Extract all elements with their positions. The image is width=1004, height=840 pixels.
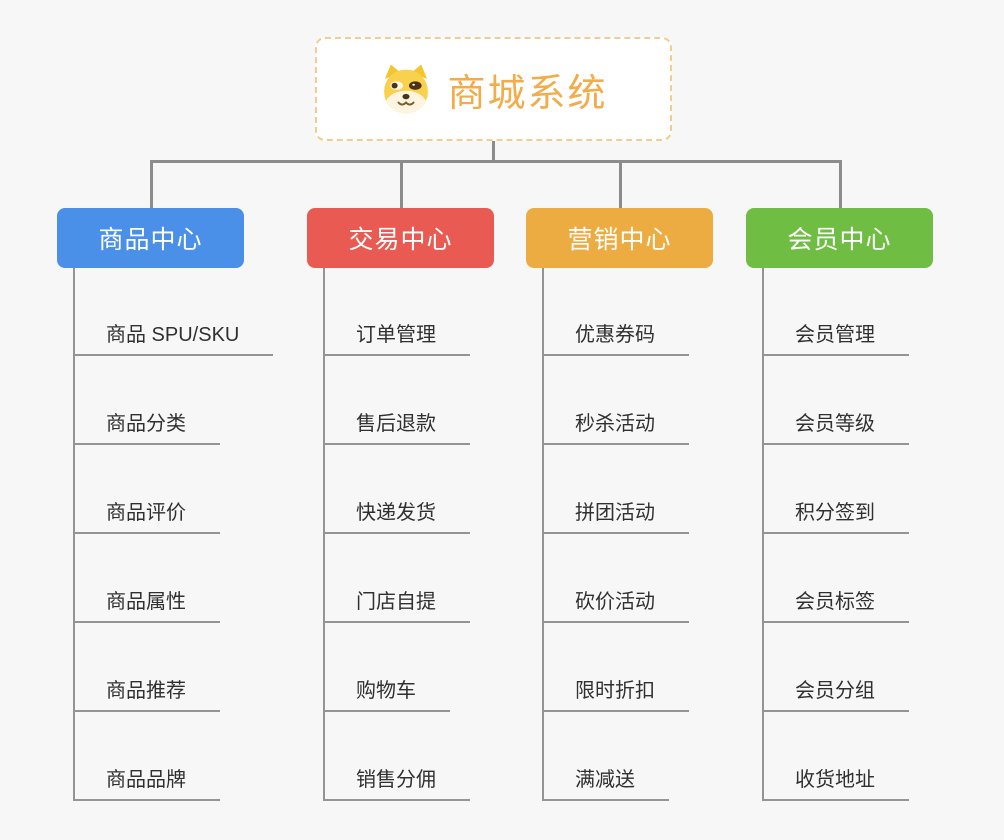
leaf-item[interactable]: 商品 SPU/SKU	[73, 314, 274, 356]
branch-drop-line-2	[618, 160, 622, 208]
leaf-item[interactable]: 售后退款	[323, 403, 470, 445]
leaf-label: 门店自提	[356, 591, 436, 613]
root-title: 商城系统	[447, 72, 608, 115]
leaf-label: 收货地址	[795, 769, 875, 791]
leaf-item[interactable]: 优惠券码	[542, 314, 689, 356]
leaf-label: 积分签到	[795, 502, 875, 524]
leaf-item[interactable]: 会员等级	[762, 403, 909, 445]
leaf-label: 会员标签	[795, 591, 875, 613]
leaf-label: 商品 SPU/SKU	[106, 324, 240, 346]
branch-vertical-line-2	[542, 268, 544, 801]
branch-header-label: 营销中心	[567, 226, 672, 254]
leaf-item[interactable]: 秒杀活动	[542, 403, 689, 445]
branch-drop-line-3	[838, 160, 842, 208]
branch-vertical-line-3	[762, 268, 764, 801]
leaf-label: 秒杀活动	[575, 413, 655, 435]
branch-header-label: 会员中心	[787, 226, 892, 254]
leaf-item[interactable]: 砍价活动	[542, 581, 689, 623]
leaf-label: 限时折扣	[575, 680, 655, 702]
leaf-item[interactable]: 门店自提	[323, 581, 470, 623]
branch-vertical-line-1	[323, 268, 325, 801]
leaf-item[interactable]: 商品属性	[73, 581, 220, 623]
leaf-label: 拼团活动	[575, 502, 655, 524]
branch-drop-line-0	[149, 160, 153, 208]
dog-face-icon	[384, 64, 429, 114]
leaf-label: 商品评价	[106, 502, 186, 524]
leaf-item[interactable]: 商品评价	[73, 492, 220, 534]
leaf-label: 商品推荐	[106, 680, 186, 702]
branch-vertical-line-0	[73, 268, 75, 801]
leaf-label: 砍价活动	[575, 591, 655, 613]
leaf-item[interactable]: 订单管理	[323, 314, 470, 356]
leaf-label: 会员分组	[795, 680, 875, 702]
leaf-item[interactable]: 商品推荐	[73, 670, 220, 712]
leaf-item[interactable]: 购物车	[323, 670, 450, 712]
branch-header-1[interactable]: 交易中心	[307, 208, 494, 268]
leaf-label: 快递发货	[356, 502, 436, 524]
branch-header-3[interactable]: 会员中心	[746, 208, 933, 268]
leaf-label: 订单管理	[356, 324, 436, 346]
branch-header-2[interactable]: 营销中心	[526, 208, 713, 268]
leaf-item[interactable]: 商品品牌	[73, 759, 220, 801]
leaf-item[interactable]: 会员管理	[762, 314, 909, 356]
leaf-item[interactable]: 满减送	[542, 759, 669, 801]
leaf-item[interactable]: 会员分组	[762, 670, 909, 712]
leaf-item[interactable]: 积分签到	[762, 492, 909, 534]
leaf-label: 优惠券码	[575, 324, 655, 346]
leaf-label: 会员等级	[795, 413, 875, 435]
trunk-rail-line	[149, 160, 841, 163]
branch-header-label: 商品中心	[98, 226, 203, 254]
branch-header-0[interactable]: 商品中心	[57, 208, 244, 268]
leaf-item[interactable]: 收货地址	[762, 759, 909, 801]
leaf-label: 购物车	[356, 680, 416, 702]
leaf-item[interactable]: 快递发货	[323, 492, 470, 534]
leaf-label: 会员管理	[795, 324, 875, 346]
leaf-label: 商品品牌	[106, 769, 186, 791]
branch-header-label: 交易中心	[348, 226, 453, 254]
leaf-item[interactable]: 销售分佣	[323, 759, 470, 801]
leaf-item[interactable]: 限时折扣	[542, 670, 689, 712]
leaf-item[interactable]: 会员标签	[762, 581, 909, 623]
leaf-label: 销售分佣	[356, 769, 436, 791]
leaf-item[interactable]: 商品分类	[73, 403, 220, 445]
root-stem-line	[492, 141, 495, 163]
leaf-label: 满减送	[575, 769, 635, 791]
root-node-mall-system[interactable]: 商城系统	[315, 37, 672, 141]
branch-drop-line-1	[399, 160, 403, 208]
leaf-label: 售后退款	[356, 413, 436, 435]
leaf-label: 商品属性	[106, 591, 186, 613]
leaf-label: 商品分类	[106, 413, 186, 435]
leaf-item[interactable]: 拼团活动	[542, 492, 689, 534]
